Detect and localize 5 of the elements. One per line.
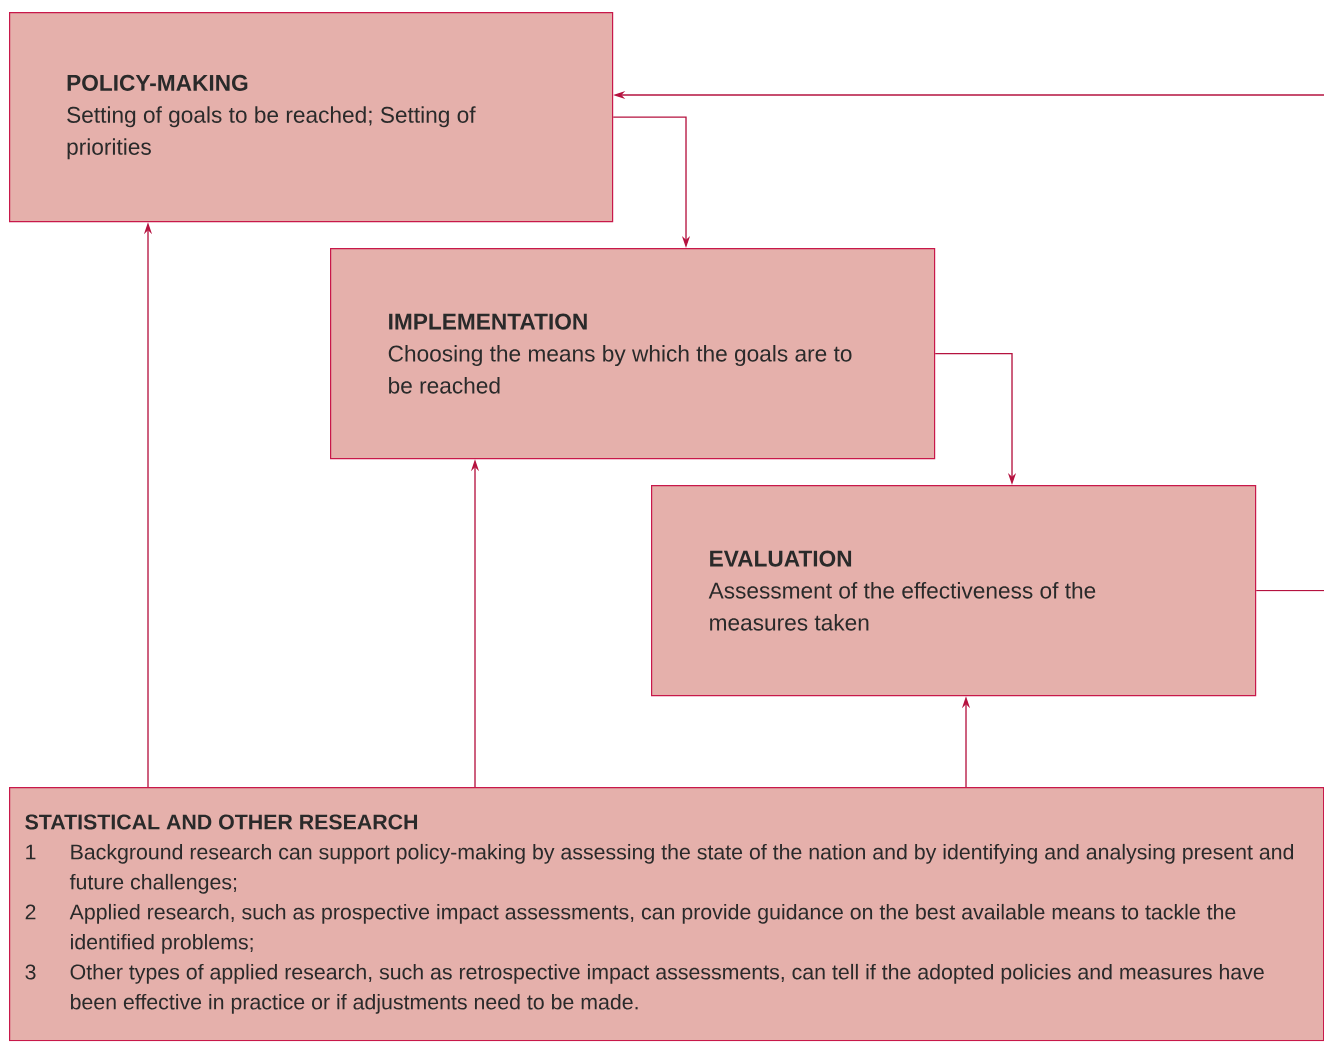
connector-line <box>1255 589 1324 592</box>
process-box: IMPLEMENTATION Choosing the means by which the goals are to be reached <box>330 248 936 460</box>
process-box: STATISTICAL AND OTHER RESEARCH 1 Background research can support policy-making by assessing the state of the nation and by identifying and analysing present and future challenges; 2 Applied research, such as prospective impact assessments, can provide guidance on the best available means to tackle the identified problems; 3 Other types of applied research, such as retrospective impact assessments, can tell if the adopted policies and measures have been effective in practice or if adjustments need to be made. <box>9 787 1324 1042</box>
process-box: POLICY-MAKING Setting of goals to be reached; Setting of priorities <box>9 12 614 223</box>
process-box: EVALUATION Assessment of the effectiveness of the measures taken <box>651 485 1257 697</box>
